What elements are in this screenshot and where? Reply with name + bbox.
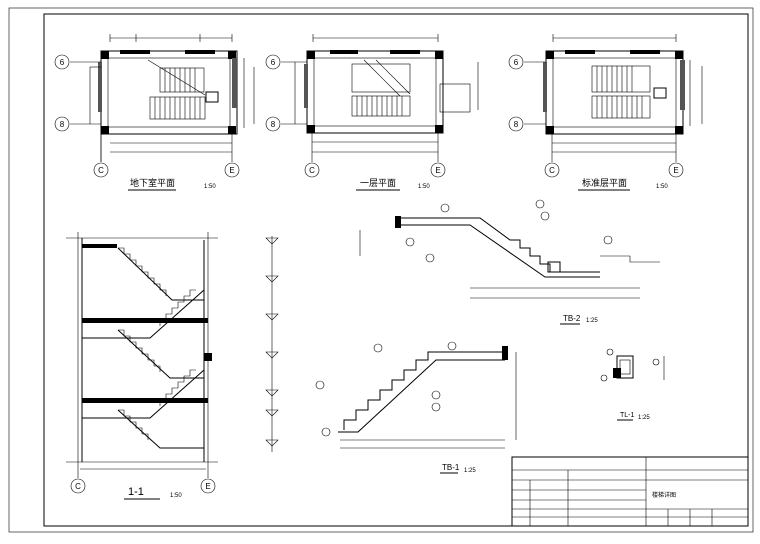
svg-text:1:25: 1:25 (464, 468, 476, 474)
svg-text:1-1: 1-1 (128, 486, 144, 498)
svg-text:1:50: 1:50 (204, 184, 216, 190)
svg-text:TB-2: TB-2 (563, 314, 581, 323)
grid-bubble-e-typical: E (668, 162, 684, 178)
first-floor-plan (294, 34, 479, 162)
tb2-title: TB-2 1:25 (560, 314, 598, 325)
svg-text:E: E (205, 482, 210, 491)
svg-text:TL-1: TL-1 (620, 412, 635, 419)
grid-bubble-8-basement: 8 (54, 116, 101, 132)
outer-frame (8, 7, 754, 533)
svg-text:一层平面: 一层平面 (360, 178, 396, 188)
svg-text:C: C (309, 166, 315, 175)
grid-bubble-6-basement: 6 (54, 54, 101, 70)
grid-bubble-e-section: E (200, 470, 216, 494)
svg-text:6: 6 (514, 58, 519, 67)
svg-text:C: C (75, 482, 81, 491)
section-title: 1-1 1:50 (124, 486, 182, 500)
section-1-1 (66, 232, 218, 470)
grid-bubble-8-first: 8 (265, 116, 307, 132)
grid-bubble-c-section: C (70, 470, 86, 494)
svg-text:6: 6 (60, 58, 65, 67)
grid-bubble-e-basement: E (224, 162, 240, 178)
typical-floor-plan (543, 34, 703, 162)
svg-text:8: 8 (271, 120, 276, 129)
svg-text:E: E (673, 166, 678, 175)
svg-text:8: 8 (60, 120, 65, 129)
svg-text:楼梯详图: 楼梯详图 (652, 491, 676, 499)
grid-bubble-c-typical: C (544, 162, 560, 178)
title-block: 楼梯详图 (511, 456, 749, 527)
basement-plan (89, 34, 255, 162)
svg-text:1:50: 1:50 (656, 184, 668, 190)
svg-text:E: E (435, 166, 440, 175)
svg-text:6: 6 (271, 58, 276, 67)
tb2-detail (359, 199, 660, 299)
svg-text:C: C (98, 166, 104, 175)
svg-text:8: 8 (514, 120, 519, 129)
svg-text:标准层平面: 标准层平面 (582, 177, 627, 188)
svg-text:地下室平面: 地下室平面 (130, 177, 175, 188)
tb1-title: TB-1 1:25 (440, 463, 476, 474)
grid-bubble-c-basement: C (93, 134, 109, 178)
inner-frame (43, 13, 749, 527)
svg-text:1:25: 1:25 (638, 415, 650, 421)
svg-text:C: C (549, 166, 555, 175)
typical-floor-plan-title: 标准层平面 1:50 (578, 177, 668, 191)
first-floor-plan-title: 一层平面 1:50 (356, 178, 430, 191)
grid-bubble-6-typical: 6 (508, 54, 546, 70)
svg-text:1:50: 1:50 (170, 493, 182, 499)
svg-text:E: E (229, 166, 234, 175)
svg-text:1:50: 1:50 (418, 184, 430, 190)
tl1-detail (600, 348, 665, 382)
grid-bubble-6-first: 6 (265, 54, 307, 70)
grid-bubble-e-first: E (430, 162, 446, 178)
svg-text:TB-1: TB-1 (442, 463, 460, 472)
tl1-title: TL-1 1:25 (617, 412, 650, 421)
grid-bubble-8-typical: 8 (508, 116, 546, 132)
basement-plan-title: 地下室平面 1:50 (128, 177, 216, 191)
level-marks (265, 236, 279, 452)
grid-bubble-c-first: C (304, 162, 320, 178)
svg-text:1:25: 1:25 (586, 318, 598, 324)
tb1-detail (315, 341, 517, 449)
